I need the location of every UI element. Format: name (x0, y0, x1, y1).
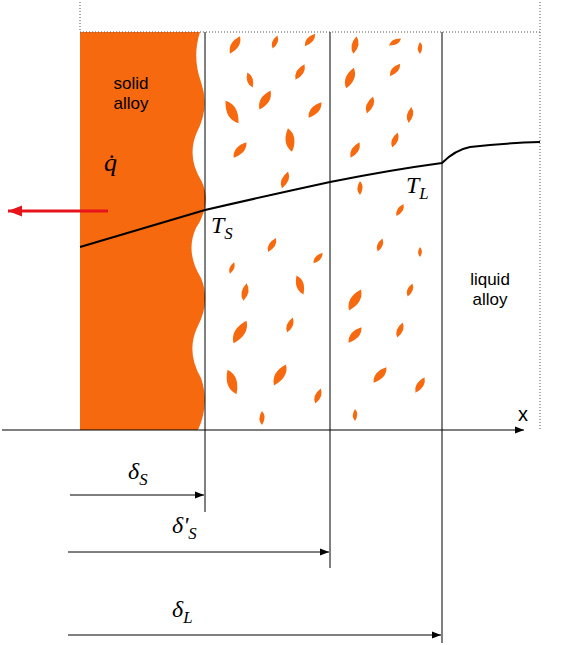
region-label: solid alloy (98, 74, 164, 113)
crystal (350, 36, 360, 55)
x-axis (2, 430, 524, 431)
crystal (293, 63, 308, 82)
dimension-arrow (70, 495, 204, 496)
crystal (223, 368, 241, 396)
crystal (345, 287, 365, 312)
crystal (353, 409, 358, 421)
crystal (413, 376, 428, 395)
crystal (348, 141, 363, 160)
crystal (228, 262, 236, 275)
crystal (388, 36, 403, 48)
crystal (227, 34, 243, 55)
crystal (306, 100, 325, 120)
crystal (311, 251, 324, 265)
frame-dotted (80, 2, 81, 32)
crystal (389, 131, 400, 148)
boundary-line (330, 32, 331, 568)
dimension-arrow (68, 552, 329, 553)
crystal (312, 387, 323, 404)
crystal (418, 42, 423, 54)
boundary-line (442, 32, 443, 643)
thickness-symbol: δS (128, 458, 148, 489)
crystal (229, 318, 250, 345)
crystal (357, 181, 362, 195)
solidus-temperature: TS (209, 212, 235, 243)
subscript: S (224, 224, 232, 243)
boundary-line (205, 32, 206, 512)
subscript: S (139, 470, 147, 489)
crystal (346, 325, 365, 345)
heat-flux-arrow (8, 210, 108, 213)
subscript: L (419, 184, 428, 203)
crystal (388, 62, 403, 78)
crystal (394, 321, 405, 338)
crystal (279, 170, 291, 189)
region-label: liquid alloy (462, 270, 518, 309)
crystal (259, 411, 264, 425)
crystal (270, 35, 280, 50)
thickness-symbol: δ'S (172, 512, 197, 543)
crystal (244, 71, 255, 88)
crystal (256, 88, 274, 111)
crystal (405, 283, 415, 298)
axis-label: x (518, 403, 528, 426)
heat-flux-symbol: q̇ (104, 148, 117, 178)
solid-fill (80, 32, 206, 430)
crystal (364, 95, 376, 114)
temperature-curve (80, 142, 540, 247)
dimension-arrow (68, 635, 441, 636)
liquidus-temperature: TL (404, 172, 431, 203)
crystal (371, 365, 390, 385)
crystal (394, 203, 406, 218)
crystal (265, 237, 278, 254)
crystal (221, 98, 242, 125)
subscript: L (183, 608, 192, 627)
crystal (406, 107, 415, 124)
frame-dotted (540, 2, 541, 430)
crystal (240, 283, 250, 302)
crystal (283, 127, 296, 152)
frame-dotted (80, 32, 540, 33)
crystal (284, 316, 295, 333)
crystal (303, 32, 318, 48)
crystal (293, 274, 307, 295)
crystal (231, 140, 250, 160)
crystal (418, 247, 422, 257)
crystal (270, 362, 290, 387)
crystal (342, 66, 357, 89)
thickness-symbol: δL (172, 596, 193, 627)
subscript: S (188, 524, 196, 543)
solid-region: solid alloy (80, 32, 212, 430)
crystal (375, 238, 385, 253)
